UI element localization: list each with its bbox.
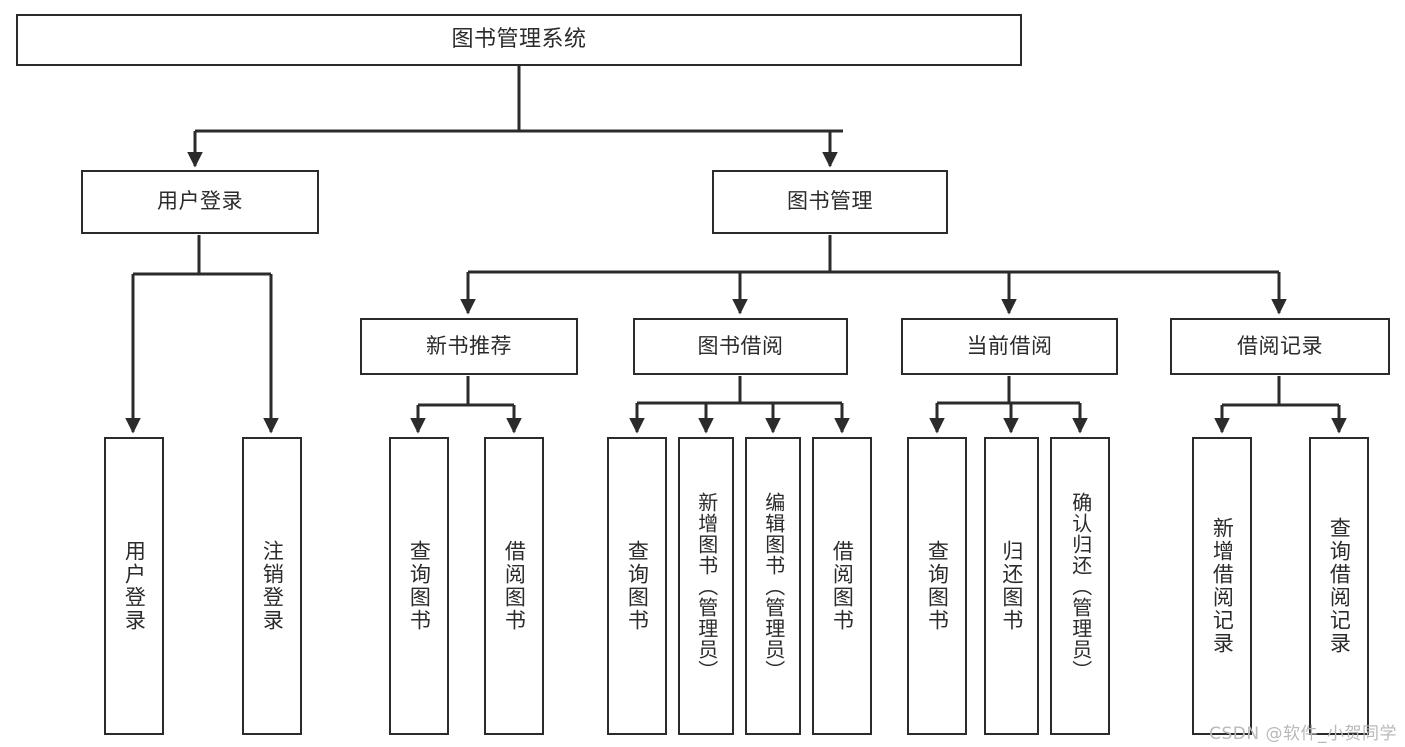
node-label: 查询借阅记录 xyxy=(1327,517,1352,655)
node-label: 图书管理系统 xyxy=(451,26,587,52)
leaf-borrow-edit-book[interactable]: 编辑图书（管理员） xyxy=(745,437,801,735)
leaf-borrow-add-book[interactable]: 新增图书（管理员） xyxy=(678,437,734,735)
node-new-book-recommend[interactable]: 新书推荐 xyxy=(360,318,578,375)
node-label: 借阅记录 xyxy=(1237,333,1323,358)
leaf-borrow-query-book[interactable]: 查询图书 xyxy=(607,437,667,735)
node-label: 新书推荐 xyxy=(426,333,512,358)
node-user-login[interactable]: 用户登录 xyxy=(81,170,319,234)
node-book-management[interactable]: 图书管理 xyxy=(712,170,948,234)
leaf-record-add-record[interactable]: 新增借阅记录 xyxy=(1192,437,1252,735)
node-label: 查询图书 xyxy=(925,540,950,632)
node-label: 图书管理 xyxy=(787,189,873,214)
node-label: 用户登录 xyxy=(157,189,243,214)
node-label: 归还图书 xyxy=(999,540,1024,632)
node-current-borrow[interactable]: 当前借阅 xyxy=(901,318,1118,375)
node-label: 当前借阅 xyxy=(966,333,1053,358)
node-label: 确认归还（管理员） xyxy=(1068,491,1093,681)
node-label: 借阅图书 xyxy=(830,540,855,632)
node-label: 新增图书（管理员） xyxy=(694,491,719,681)
watermark-text: CSDN @软件_小贺同学 xyxy=(1209,724,1397,744)
node-book-borrow[interactable]: 图书借阅 xyxy=(633,318,848,375)
leaf-record-query-record[interactable]: 查询借阅记录 xyxy=(1309,437,1369,735)
node-label: 图书借阅 xyxy=(697,333,784,358)
node-label: 查询图书 xyxy=(625,540,650,632)
leaf-new-book-query[interactable]: 查询图书 xyxy=(389,437,449,735)
node-label: 新增借阅记录 xyxy=(1210,517,1235,655)
leaf-new-book-borrow[interactable]: 借阅图书 xyxy=(484,437,544,735)
node-borrow-record[interactable]: 借阅记录 xyxy=(1170,318,1390,375)
node-root-system[interactable]: 图书管理系统 xyxy=(16,14,1022,66)
node-label: 用户登录 xyxy=(122,540,147,632)
leaf-borrow-borrow-book[interactable]: 借阅图书 xyxy=(812,437,872,735)
leaf-current-query-book[interactable]: 查询图书 xyxy=(907,437,967,735)
leaf-user-login-login[interactable]: 用户登录 xyxy=(104,437,164,735)
node-label: 借阅图书 xyxy=(502,540,527,632)
leaf-current-confirm-return[interactable]: 确认归还（管理员） xyxy=(1050,437,1110,735)
node-label: 查询图书 xyxy=(407,540,432,632)
leaf-current-return-book[interactable]: 归还图书 xyxy=(984,437,1039,735)
node-label: 注销登录 xyxy=(260,540,285,632)
leaf-user-login-logout[interactable]: 注销登录 xyxy=(242,437,302,735)
node-label: 编辑图书（管理员） xyxy=(761,491,786,681)
